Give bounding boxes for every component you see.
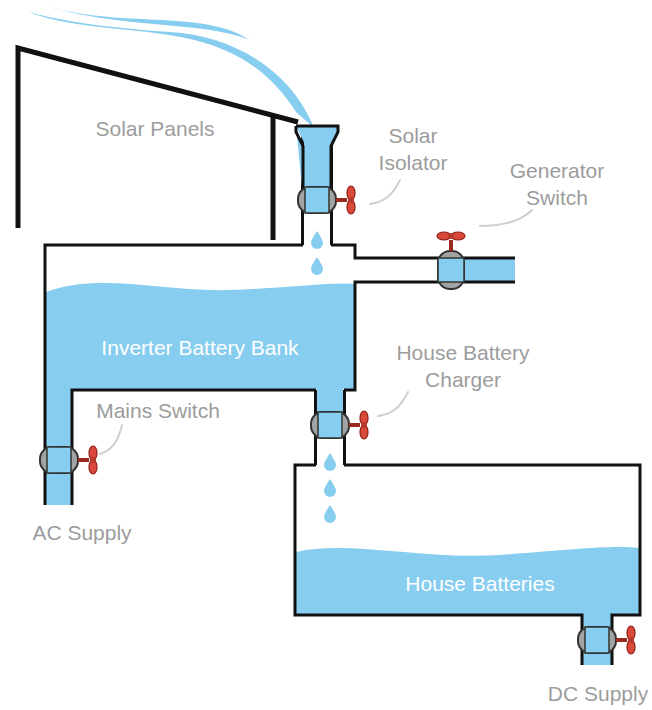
callout-label: House Battery Charger bbox=[383, 339, 543, 393]
callout-label: Generator Switch bbox=[502, 157, 612, 211]
callout-label: DC Supply bbox=[548, 680, 648, 707]
battery-tank: House Batteries bbox=[295, 465, 640, 615]
callout-label: AC Supply bbox=[32, 519, 131, 546]
tank-label: Solar Panels bbox=[95, 115, 214, 142]
callout-label: Mains Switch bbox=[96, 397, 220, 424]
tank-label: House Batteries bbox=[405, 570, 554, 597]
solar-panel-roof: Solar Panels bbox=[14, 40, 300, 245]
tank-label: Inverter Battery Bank bbox=[101, 334, 298, 361]
battery-tank: Inverter Battery Bank bbox=[45, 245, 355, 390]
callout-label: Solar Isolator bbox=[363, 122, 463, 176]
